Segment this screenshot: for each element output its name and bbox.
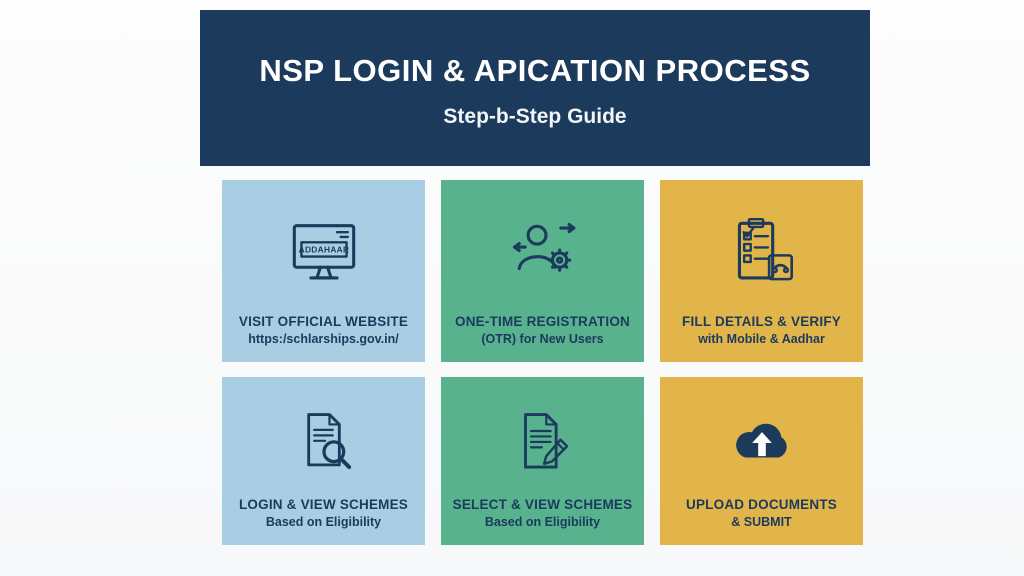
user-gear-icon [505,194,581,313]
page-title: NSP LOGIN & APICATION PROCESS [259,53,811,88]
monitor-website-icon: ADDAHAAR [286,194,362,313]
step-subtitle: with Mobile & Aadhar [698,332,825,347]
step-text: FILL DETAILS & VERIFY with Mobile & Aadh… [682,313,841,348]
document-search-icon [289,391,359,496]
step-card-fill-details: FILL DETAILS & VERIFY with Mobile & Aadh… [660,180,863,362]
step-subtitle: Based on Eligibility [484,515,601,530]
step-card-login-view: LOGIN & VIEW SCHEMES Based on Eligibilit… [222,377,425,545]
step-text: VISIT OFFICIAL WEBSITE https:/schlarship… [239,313,408,348]
step-subtitle: https:/schlarships.gov.in/ [248,332,399,347]
step-card-select-view: SELECT & VIEW SCHEMES Based on Eligibili… [441,377,644,545]
header-banner: NSP LOGIN & APICATION PROCESS Step-b-Ste… [200,10,870,166]
step-text: SELECT & VIEW SCHEMES Based on Eligibili… [453,496,633,531]
step-title: FILL DETAILS & VERIFY [682,313,841,329]
monitor-screen-label: ADDAHAAR [298,245,349,255]
document-edit-icon [508,391,578,496]
step-title: LOGIN & VIEW SCHEMES [238,496,408,512]
step-title: SELECT & VIEW SCHEMES [452,496,633,512]
step-text: ONE-TIME REGISTRATION (OTR) for New User… [455,313,630,348]
step-title: ONE-TIME REGISTRATION [455,313,630,329]
cloud-upload-icon [727,391,797,496]
step-card-otr: ONE-TIME REGISTRATION (OTR) for New User… [441,180,644,362]
step-card-upload-submit: UPLOAD DOCUMENTS & SUBMIT [660,377,863,545]
step-text: UPLOAD DOCUMENTS & SUBMIT [686,496,837,531]
step-title: UPLOAD DOCUMENTS [686,496,837,512]
step-subtitle: (OTR) for New Users [481,332,604,347]
step-subtitle: Based on Eligibility [265,515,382,530]
page-subtitle: Step-b-Step Guide [443,105,627,128]
step-subtitle: & SUBMIT [731,515,792,530]
step-card-visit-website: ADDAHAAR VISIT OFFICIAL WEBSITE https:/s… [222,180,425,362]
step-text: LOGIN & VIEW SCHEMES Based on Eligibilit… [239,496,408,531]
step-title: VISIT OFFICIAL WEBSITE [238,313,409,329]
steps-grid: ADDAHAAR VISIT OFFICIAL WEBSITE https:/s… [222,180,863,545]
checklist-phone-icon [724,194,800,313]
